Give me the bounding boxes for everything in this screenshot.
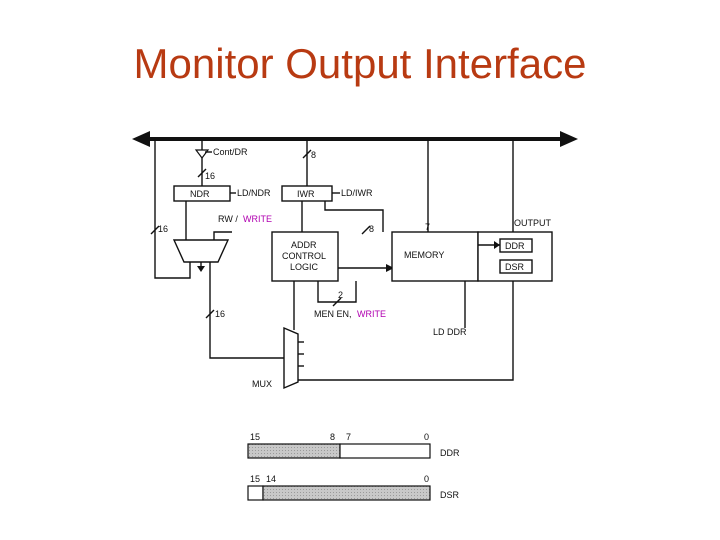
mux-label: MUX [252,379,272,389]
addr-label-2: CONTROL [282,251,326,261]
ddr-register-label: DDR [440,448,460,458]
bus-8-top-label: 8 [311,150,316,160]
wire-mux-from-right [213,231,232,240]
ddr-bit-8: 8 [330,432,335,442]
iwr-label: IWR [297,189,315,199]
ddr-bit-15: 15 [250,432,260,442]
output-label: OUTPUT [514,218,552,228]
dsr-bit15-cell [247,485,264,501]
dsr-bit-0: 0 [424,474,429,484]
bus-16-low-label: 16 [215,309,225,319]
memory-block [391,231,479,282]
addr-control-logic [271,231,339,282]
write-label-top: WRITE [243,214,272,224]
ld-ddr-label: LD DDR [433,327,467,337]
bus-16-top-label: 16 [205,171,215,181]
ld-ndr-label: LD/NDR [237,188,271,198]
wire-left-feedback [154,139,191,279]
wire-iwr-side [324,201,384,232]
memory-bus-label: 7 [425,222,430,232]
dsr-bit-14: 14 [266,474,276,484]
memory-ddr-arrow [494,241,500,249]
wire-output-feedback [298,281,514,381]
bus-tick-mid-8 [361,225,371,235]
dsr-bit-15: 15 [250,474,260,484]
slide-title: Monitor Output Interface [133,40,587,87]
wire-mux-to-left [209,262,284,359]
ddr-output-label: DDR [505,241,525,251]
bus-arrow-right [560,131,578,147]
addr-label-3: LOGIC [290,262,319,272]
dsr-low-bits [262,485,431,501]
ddr-high-byte [247,443,341,459]
dsr-bitfield: 15 14 0 DSR [247,474,460,501]
ndr-label: NDR [190,189,210,199]
bus-tick-top-16 [197,168,207,178]
bus-arrow-left [132,131,150,147]
dsr-output-register [499,259,533,274]
mux-out-arrow [197,266,205,272]
top-mux [172,239,230,263]
bus-tick-left-16 [150,225,160,235]
write-label-bottom: WRITE [357,309,386,319]
cont-dr-triangle [194,149,210,159]
bus-tick-top-8 [302,149,312,159]
ddr-bit-0: 0 [424,432,429,442]
dsr-output-label: DSR [505,262,525,272]
wire-addr-mem-en [317,281,357,303]
addr-memory-arrow [386,264,394,272]
bus-16-left-label: 16 [158,224,168,234]
memory-label: MEMORY [404,250,444,260]
bottom-mux [283,326,299,390]
cont-dr-label: Cont/DR [213,147,248,157]
dsr-register-label: DSR [440,490,460,500]
bus-tick-low-16 [205,309,215,319]
bus-8-mid-label: 8 [369,224,374,234]
addr-label-1: ADDR [291,240,317,250]
bus-tick-mem-en [332,297,342,307]
bus-2-label: 2 [338,290,343,300]
ddr-low-byte [339,443,431,459]
ld-iwr-label: LD/IWR [341,188,373,198]
men-en-label: MEN EN, [314,309,352,319]
ddr-bit-7: 7 [346,432,351,442]
rw-label: RW / [218,214,238,224]
ddr-bitfield: 15 8 7 0 DDR [247,432,460,459]
